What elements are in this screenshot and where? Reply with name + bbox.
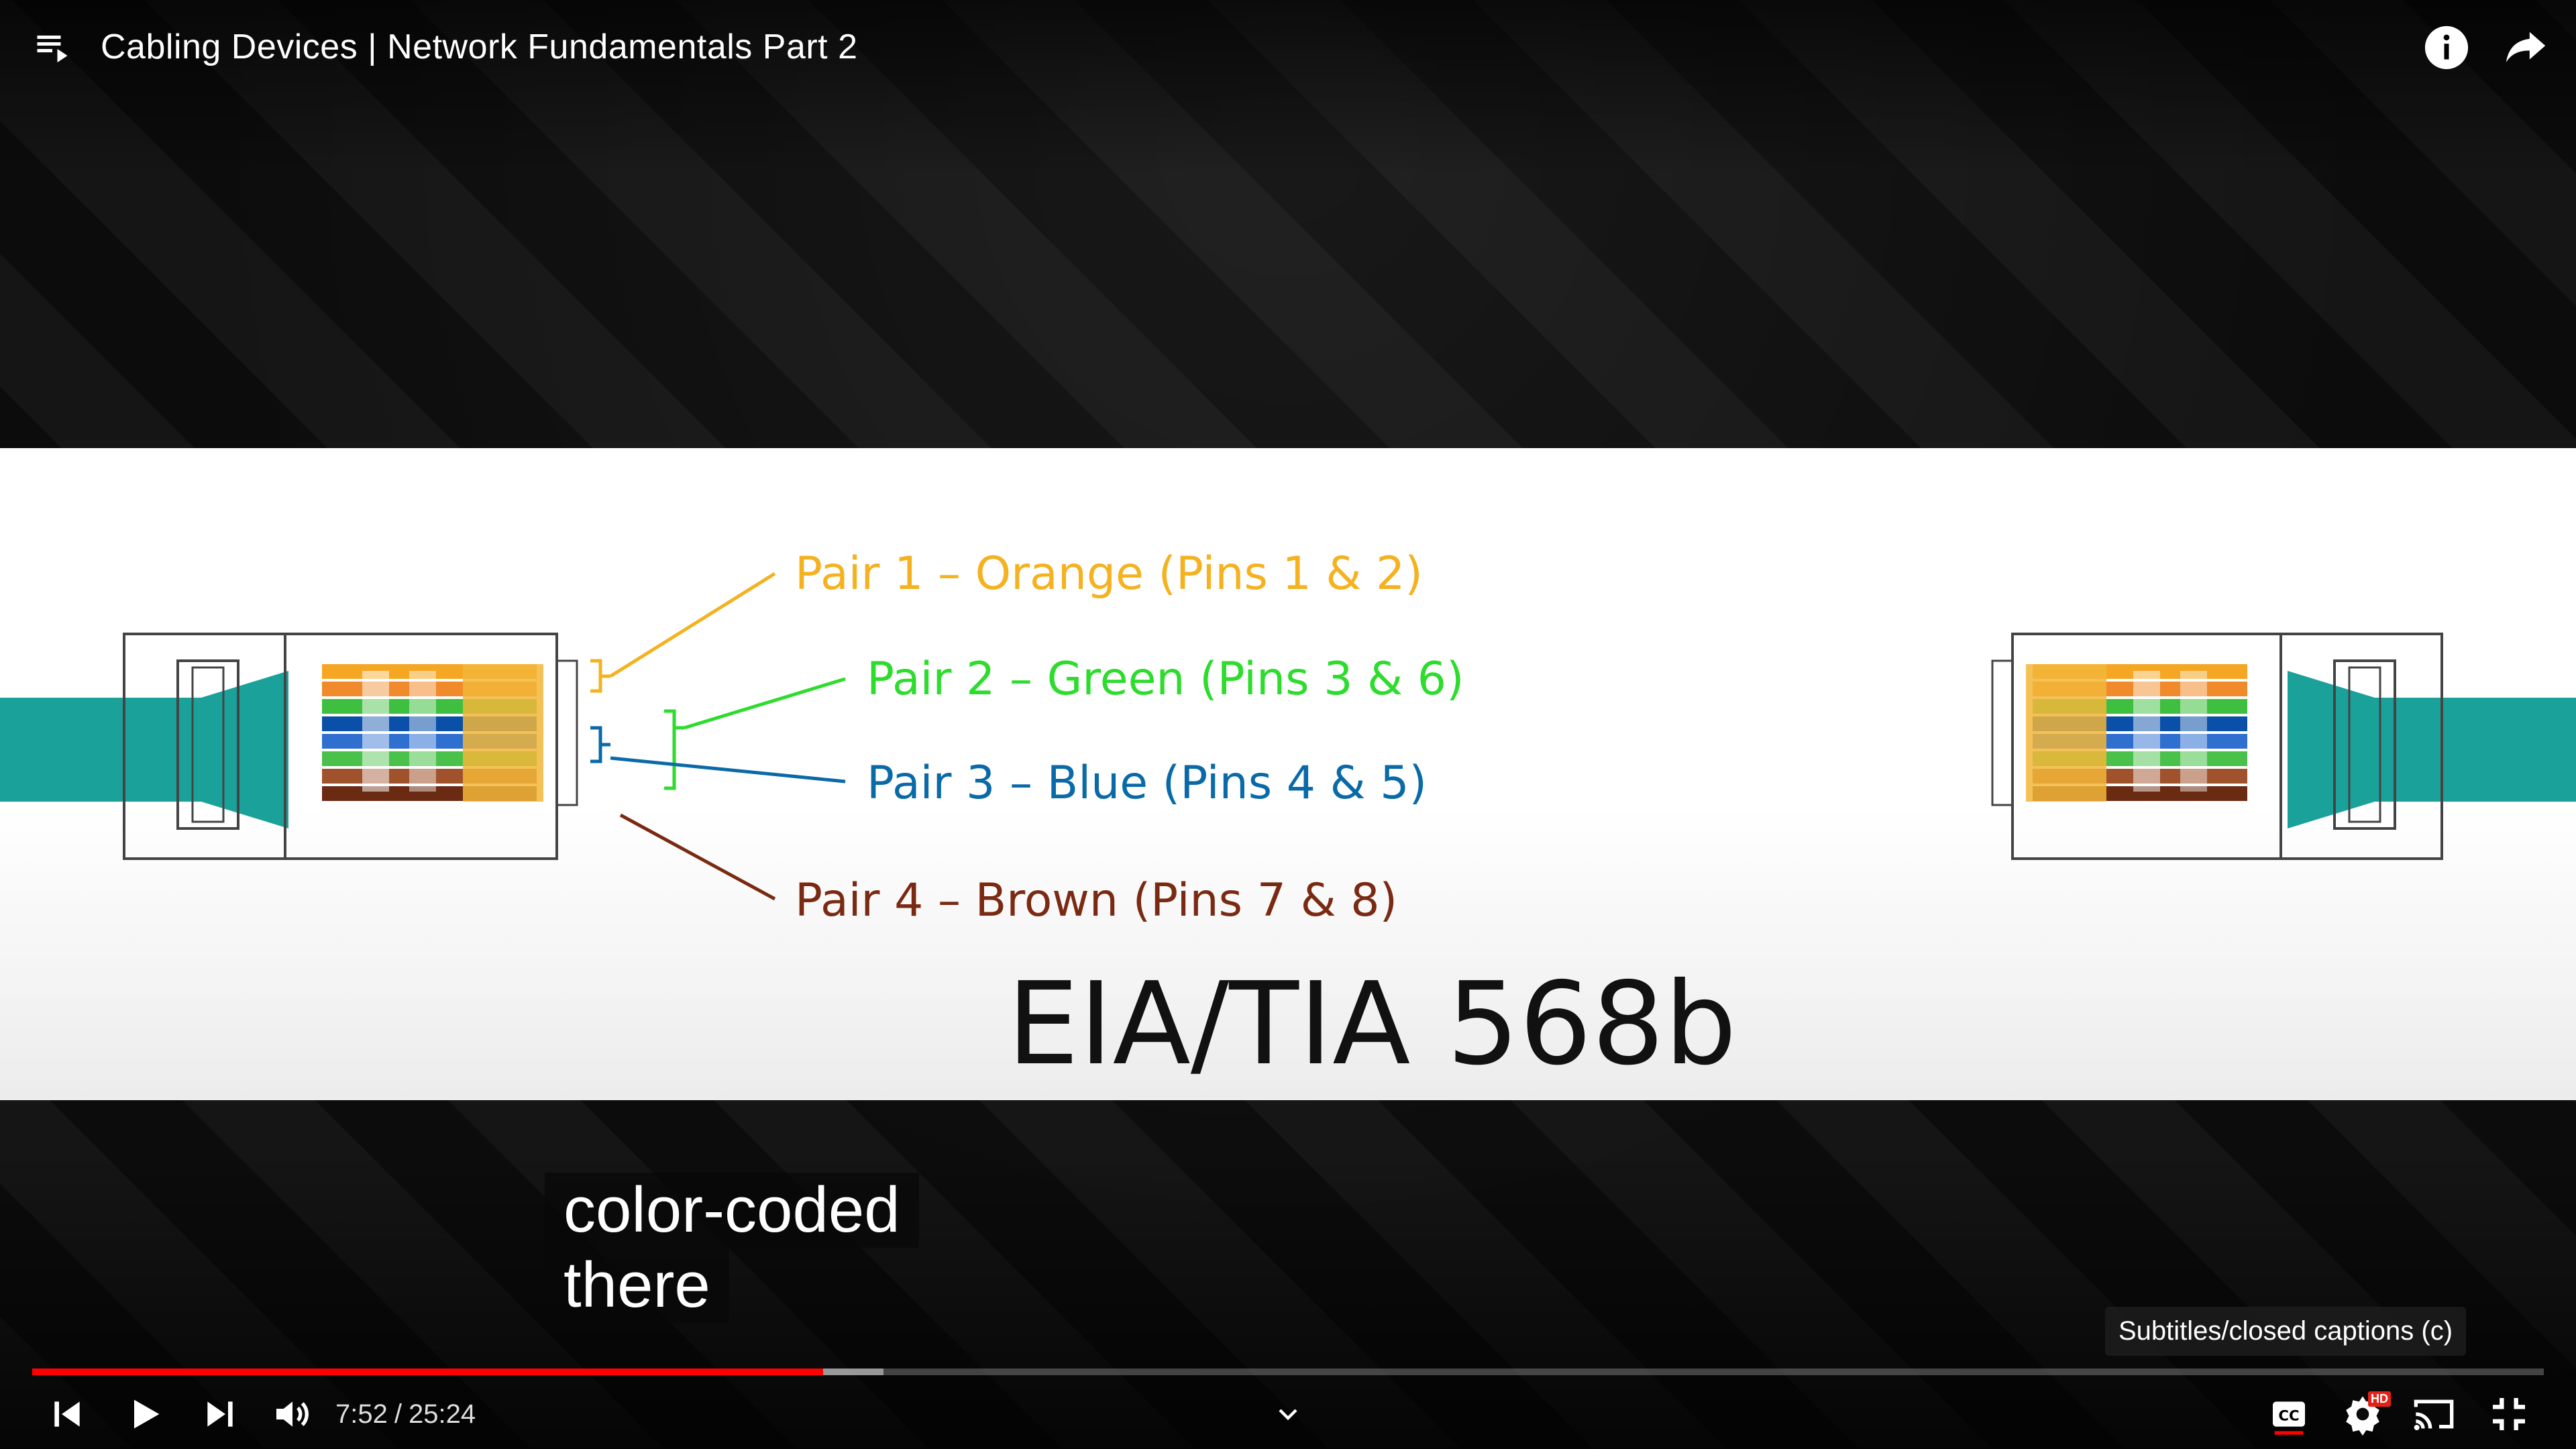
cast-button[interactable] [2410, 1387, 2458, 1441]
progress-bar[interactable] [32, 1368, 2544, 1375]
share-icon[interactable] [2502, 24, 2549, 74]
play-icon [134, 1399, 160, 1429]
svg-text:CC: CC [2278, 1407, 2299, 1424]
left-wires [322, 664, 543, 802]
current-time: 7:52 [335, 1399, 388, 1429]
previous-button[interactable] [46, 1387, 89, 1441]
left-plug-latch [176, 659, 239, 830]
chapter-toggle[interactable] [1269, 1387, 1307, 1441]
player-controls: 7:52 / 25:24 CC HD [0, 1387, 2576, 1441]
hd-badge: HD [2368, 1391, 2391, 1407]
top-right-actions [2423, 24, 2549, 74]
left-cable-boot [134, 671, 288, 828]
exit-fullscreen-icon [2493, 1398, 2525, 1430]
exit-fullscreen-button[interactable] [2485, 1387, 2533, 1441]
volume-icon [276, 1401, 309, 1427]
pair-4-label: Pair 4 – Brown (Pins 7 & 8) [795, 874, 1397, 927]
right-cable-jacket [2442, 698, 2576, 802]
previous-icon [54, 1401, 80, 1427]
chevron-down-icon [1279, 1409, 1297, 1421]
standard-title: EIA/TIA 568b [1007, 958, 1737, 1091]
next-button[interactable] [199, 1387, 241, 1441]
cc-icon: CC [2273, 1401, 2305, 1435]
settings-button[interactable]: HD [2339, 1387, 2391, 1441]
video-title[interactable]: Cabling Devices | Network Fundamentals P… [101, 28, 858, 66]
playlist-icon[interactable] [32, 25, 72, 69]
play-button[interactable] [121, 1387, 169, 1441]
duration: 25:24 [408, 1399, 476, 1429]
cc-tooltip: Subtitles/closed captions (c) [2105, 1307, 2467, 1356]
caption-window: color-coded there [545, 1173, 919, 1323]
video-slide: Pair 1 – Orange (Pins 1 & 2) Pair 2 – Gr… [0, 448, 2576, 1100]
caption-line-2: there [545, 1248, 729, 1323]
volume-button[interactable] [268, 1387, 317, 1441]
cast-icon [2414, 1399, 2454, 1430]
right-wires [2026, 664, 2247, 802]
rj45-diagram: Pair 1 – Orange (Pins 1 & 2) Pair 2 – Gr… [0, 547, 2576, 1091]
caption-line-1: color-coded [545, 1173, 919, 1248]
time-display: 7:52 / 25:24 [335, 1387, 476, 1441]
pair-2-label: Pair 2 – Green (Pins 3 & 6) [867, 653, 1464, 706]
next-icon [207, 1401, 233, 1427]
title-bar: Cabling Devices | Network Fundamentals P… [32, 20, 858, 74]
progress-played [32, 1368, 824, 1375]
time-separator: / [394, 1399, 402, 1429]
pair-1-label: Pair 1 – Orange (Pins 1 & 2) [795, 547, 1423, 600]
info-icon[interactable] [2423, 24, 2470, 74]
left-cable-jacket [0, 698, 134, 802]
pair-3-label: Pair 3 – Blue (Pins 4 & 5) [867, 757, 1427, 810]
cc-button[interactable]: CC [2265, 1387, 2313, 1441]
